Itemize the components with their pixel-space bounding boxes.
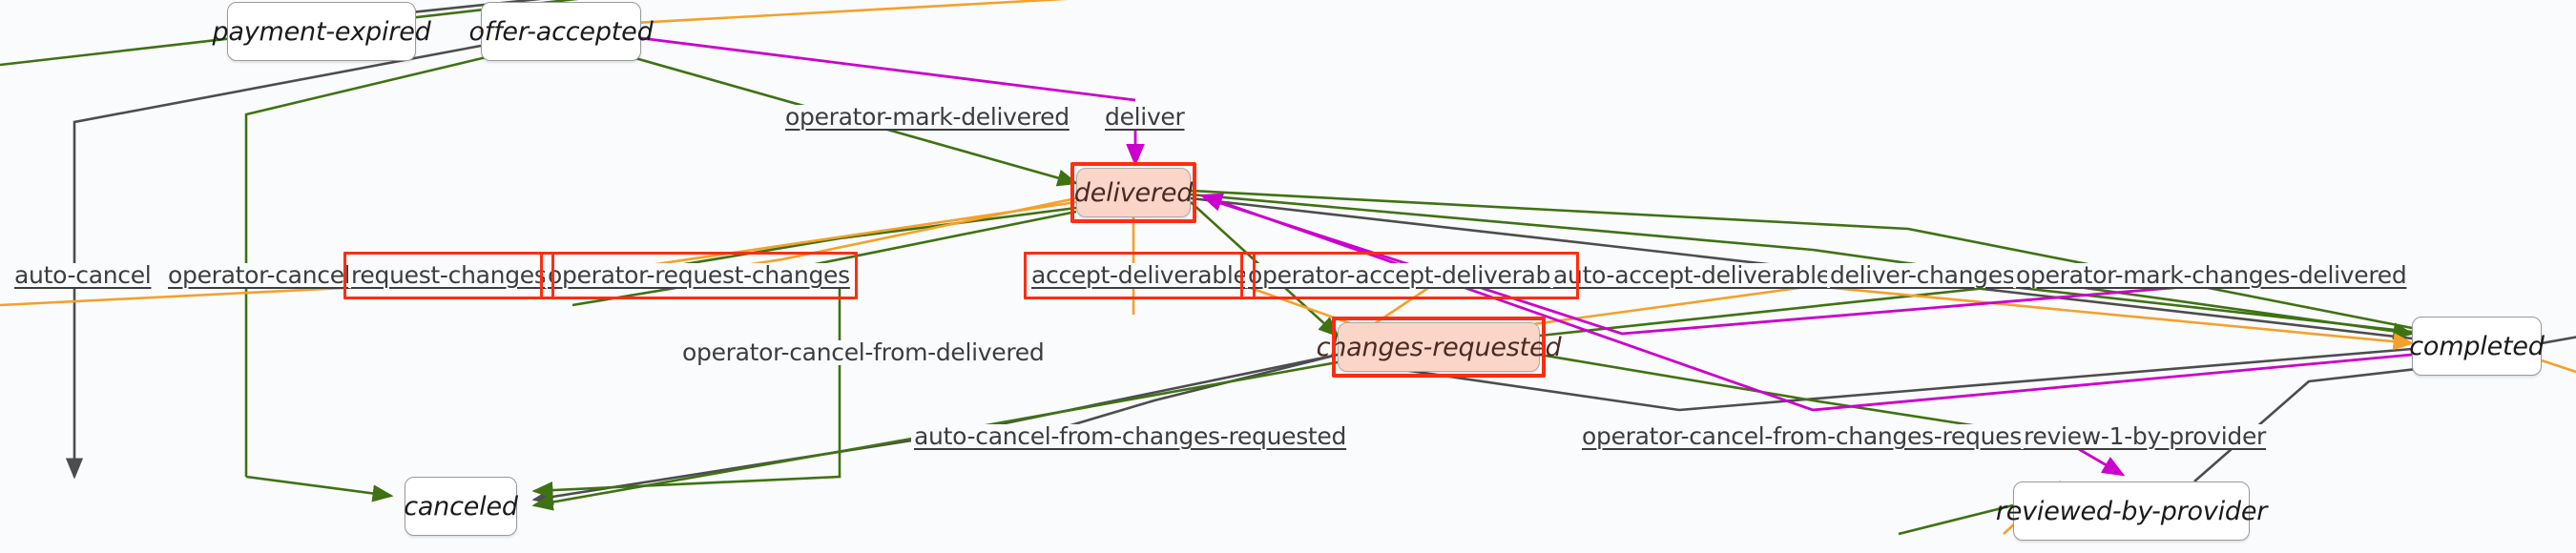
state-node-offer-accepted[interactable]: offer-accepted bbox=[468, 2, 654, 61]
state-node-label: reviewed-by-provider bbox=[1995, 496, 2268, 526]
state-node-label: offer-accepted bbox=[468, 16, 654, 47]
state-node-completed[interactable]: completed bbox=[2409, 317, 2545, 376]
state-node-label: delivered bbox=[1073, 177, 1194, 208]
state-node-reviewed-by-provider[interactable]: reviewed-by-provider bbox=[1996, 481, 2267, 541]
edge-label-operator-cancel-from-changes-requested[interactable]: operator-cancel-from-changes-requested bbox=[1579, 423, 2064, 450]
edge-label-operator-request-changes[interactable]: operator-request-changes bbox=[545, 262, 853, 289]
edge-label-request-changes[interactable]: request-changes bbox=[348, 262, 550, 289]
edge-label-operator-cancel-from-delivered[interactable]: operator-cancel-from-delivered bbox=[679, 339, 1048, 366]
state-node-label: completed bbox=[2409, 331, 2545, 361]
edge-label-operator-mark-delivered[interactable]: operator-mark-delivered bbox=[782, 104, 1072, 131]
edge-label-auto-accept-deliverable[interactable]: auto-accept-deliverable bbox=[1550, 262, 1834, 289]
edge-label-accept-deliverable[interactable]: accept-deliverable bbox=[1028, 262, 1251, 289]
edge-label-auto-cancel[interactable]: auto-cancel bbox=[11, 262, 155, 289]
edge-label-deliver[interactable]: deliver bbox=[1102, 104, 1188, 131]
edge-label-auto-cancel-from-changes-requested[interactable]: auto-cancel-from-changes-requested bbox=[911, 423, 1350, 450]
state-node-canceled[interactable]: canceled bbox=[404, 477, 518, 536]
state-node-delivered[interactable]: delivered bbox=[1073, 168, 1194, 217]
state-node-label: canceled bbox=[404, 491, 518, 522]
state-node-changes-requested[interactable]: changes-requested bbox=[1317, 322, 1562, 372]
edge-label-operator-cancel[interactable]: operator-cancel bbox=[165, 262, 354, 289]
edge-label-operator-mark-changes-delivered[interactable]: operator-mark-changes-delivered bbox=[2013, 262, 2410, 289]
edge-label-deliver-changes[interactable]: deliver-changes bbox=[1827, 262, 2018, 289]
edge-label-review-1-by-provider[interactable]: review-1-by-provider bbox=[2021, 423, 2270, 450]
state-node-label: changes-requested bbox=[1316, 332, 1562, 362]
edge-label-operator-accept-deliverable[interactable]: operator-accept-deliverable bbox=[1245, 262, 1574, 289]
state-node-label: payment-expired bbox=[212, 16, 431, 47]
state-node-payment-expired[interactable]: payment-expired bbox=[212, 2, 431, 61]
